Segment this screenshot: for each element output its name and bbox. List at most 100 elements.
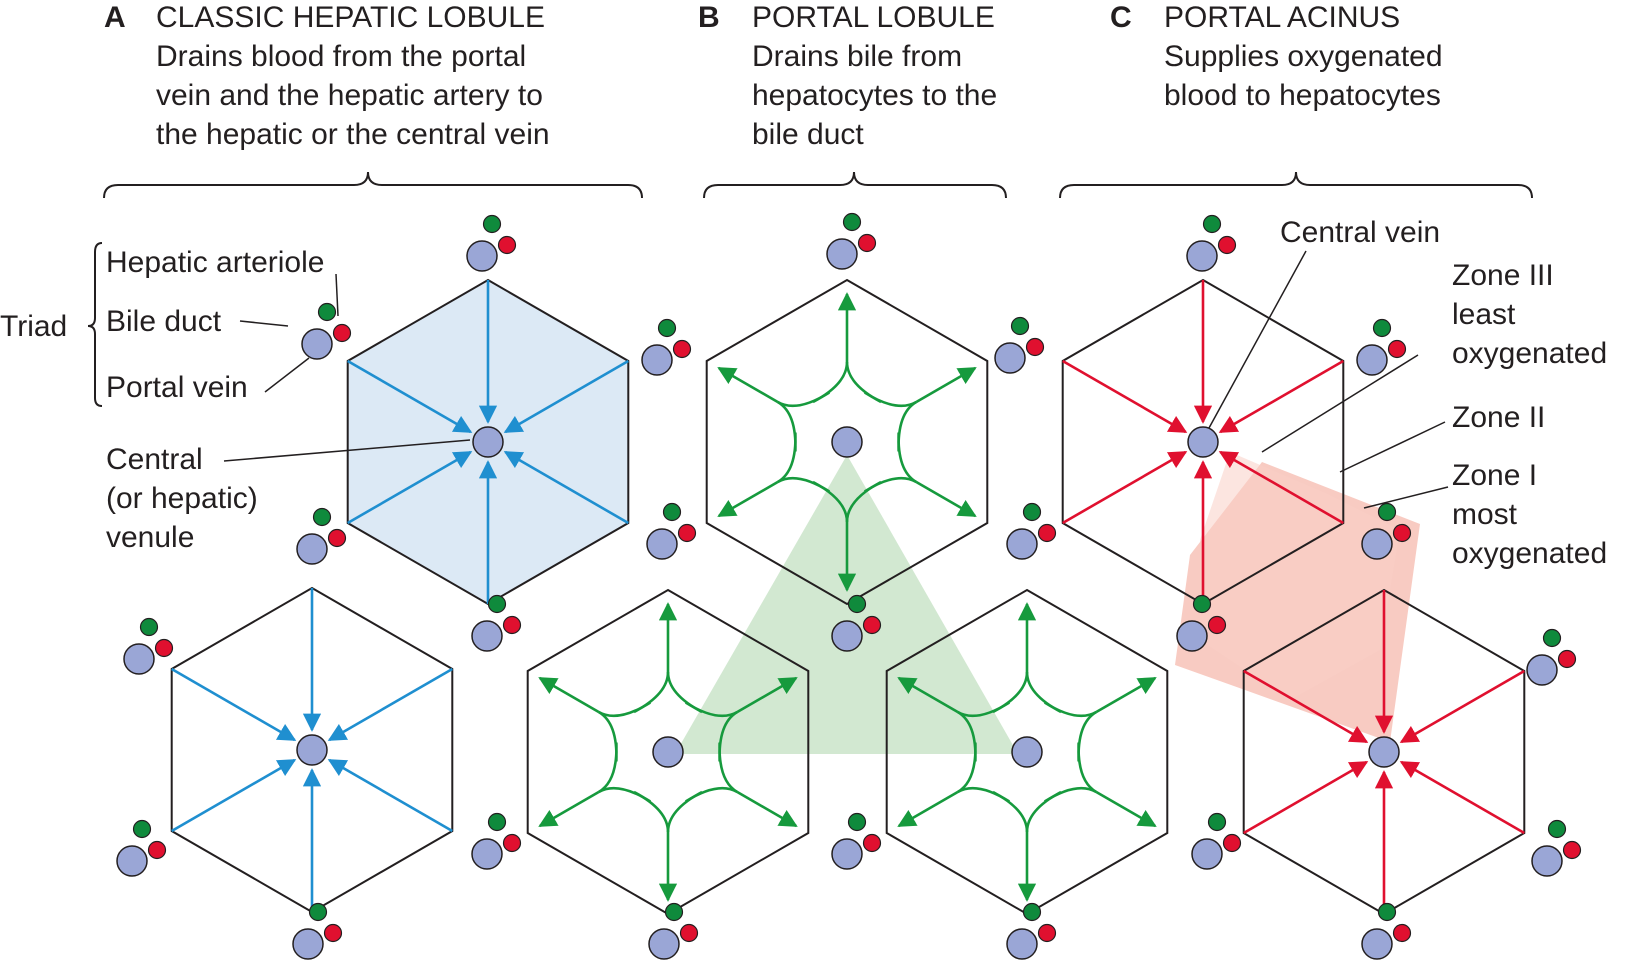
- bile-fork-curve: [597, 742, 618, 794]
- panel-c-desc-2: blood to hepatocytes: [1164, 79, 1441, 112]
- portal-vein-dot: [1006, 928, 1038, 960]
- central-vein-4: [652, 736, 684, 768]
- brace-panel-b: [703, 171, 1007, 199]
- hepatic-arteriole-dot: [862, 615, 882, 635]
- portal-triad-20: [1191, 812, 1242, 870]
- bile-fork-curve: [1077, 742, 1097, 794]
- bile-duct-label: Bile duct: [106, 305, 222, 338]
- portal-triad-7: [1186, 214, 1237, 272]
- hepatic-arteriole-dot: [677, 523, 697, 543]
- bile-duct-dot: [1192, 594, 1212, 614]
- hepatic-arteriole-dot: [1387, 339, 1407, 359]
- bile-fork-curve: [1077, 710, 1097, 762]
- bile-flow-arrow: [897, 790, 959, 828]
- bile-fork-curve: [863, 391, 917, 408]
- hepatic-arteriole-dot: [332, 323, 352, 343]
- bile-flow-arrow: [1095, 676, 1157, 714]
- zone1-label-2: most: [1452, 498, 1518, 531]
- hepatic-arteriole-label: Hepatic arteriole: [106, 246, 325, 279]
- portal-triad-21: [1531, 819, 1582, 877]
- bile-fork-curve: [666, 671, 703, 714]
- bile-duct-dot: [312, 507, 332, 527]
- hepatic-arteriole-dot: [672, 339, 692, 359]
- flow-arrow: [327, 667, 453, 742]
- hepatic-arteriole-dot: [1217, 235, 1237, 255]
- bile-duct-dot: [1372, 318, 1392, 338]
- bile-fork-curve: [666, 790, 703, 833]
- portal-triad-19: [831, 812, 882, 870]
- central-venule-label-2: (or hepatic): [106, 482, 258, 515]
- flow-arrow: [1218, 359, 1344, 434]
- central-vein-5: [1011, 736, 1043, 768]
- portal-vein-dot: [648, 928, 680, 960]
- leader-lines: [223, 250, 1449, 509]
- hepatic-arteriole-dot: [1037, 923, 1057, 943]
- flow-arrow: [347, 359, 473, 434]
- panel-b-desc-3: bile duct: [752, 118, 864, 151]
- bile-duct-dot: [1377, 902, 1397, 922]
- bile-duct-dot: [317, 302, 337, 322]
- hepatic-arteriole-dot: [1222, 833, 1242, 853]
- panel-a-desc-2: vein and the hepatic artery to: [156, 79, 543, 112]
- bile-fork-curve: [1025, 790, 1062, 833]
- portal-vein-dot: [301, 328, 333, 360]
- hepatic-arteriole-dot: [1392, 923, 1412, 943]
- hepatic-arteriole-dot: [679, 923, 699, 943]
- portal-vein-dot: [1191, 838, 1223, 870]
- triad-label: Triad: [0, 310, 68, 343]
- bile-fork-curve: [598, 701, 652, 718]
- hepatic-arteriole-dot: [1562, 840, 1582, 860]
- portal-triad-13: [471, 594, 522, 652]
- bile-fork-curve: [776, 432, 797, 484]
- bile-duct-dot: [1207, 812, 1227, 832]
- bile-fork-curve: [897, 432, 918, 484]
- portal-triad-23: [648, 902, 699, 960]
- portal-triad-10: [1006, 502, 1057, 560]
- bile-fork-curve: [863, 476, 917, 493]
- portal-acinus-zone2: [1200, 452, 1400, 700]
- bile-duct-dot: [1022, 902, 1042, 922]
- portal-vein-dot: [831, 838, 863, 870]
- portal-vein-dot: [292, 928, 324, 960]
- portal-triad-3: [641, 318, 692, 376]
- central-vein-2: [296, 734, 328, 766]
- bile-fork-curve: [992, 790, 1029, 833]
- bile-fork-curve: [1043, 701, 1097, 718]
- bile-duct-dot: [139, 617, 159, 637]
- central-vein-label: Central vein: [1280, 216, 1441, 249]
- bile-fork-curve: [684, 786, 738, 803]
- bile-fork-curve: [812, 361, 849, 404]
- bile-fork-curve: [845, 361, 882, 404]
- portal-vein-dot: [994, 342, 1026, 374]
- bile-fork-curve: [597, 710, 618, 762]
- portal-vein-dot: [123, 643, 155, 675]
- bile-flow-arrow: [915, 366, 977, 404]
- central-venule-label-1: Central: [106, 443, 203, 476]
- portal-triad-12: [123, 617, 174, 675]
- portal-triad-17: [116, 819, 167, 877]
- bile-duct-dot: [1377, 502, 1397, 522]
- bile-fork-curve: [957, 701, 1011, 718]
- flow-arrow: [1243, 760, 1369, 835]
- bile-fork-curve: [1025, 671, 1062, 714]
- portal-vein-dot: [116, 845, 148, 877]
- bile-flow-arrow: [538, 790, 600, 828]
- portal-triad-18: [471, 812, 522, 870]
- portal-vein-dot: [1526, 654, 1558, 686]
- bile-fork-curve: [957, 786, 1011, 803]
- portal-triad-24: [1006, 902, 1057, 960]
- flow-arrow: [1399, 669, 1525, 744]
- bile-fork-curve: [776, 400, 797, 452]
- bile-duct-dot: [664, 902, 684, 922]
- panel-b-desc-2: hepatocytes to the: [752, 79, 998, 112]
- flow-arrow: [1062, 359, 1188, 434]
- central-vein-7: [1368, 736, 1400, 768]
- portal-triad-5: [1356, 318, 1407, 376]
- bile-flow-arrow: [915, 480, 977, 518]
- bile-fork-curve: [633, 671, 670, 714]
- portal-triad-8: [296, 507, 347, 565]
- hepatic-arteriole-dot: [323, 923, 343, 943]
- portal-triad-15: [1176, 594, 1227, 652]
